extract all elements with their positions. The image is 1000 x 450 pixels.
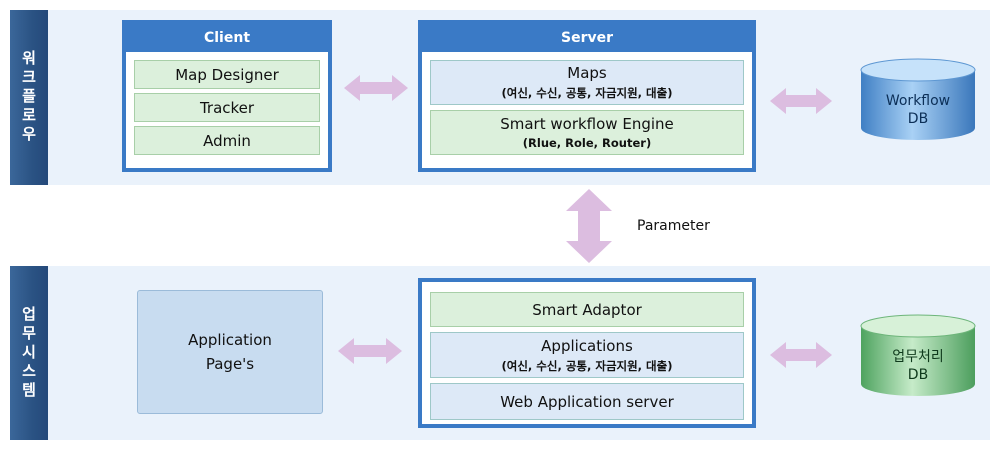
workflow-db-cylinder-icon — [860, 58, 976, 140]
business-band-label: 업무시스템 — [10, 266, 48, 440]
adaptor-db-arrow-icon — [770, 342, 832, 368]
client-item-admin: Admin — [134, 126, 320, 155]
client-body: Map Designer Tracker Admin — [134, 58, 320, 160]
business-db-cylinder-icon — [860, 314, 976, 396]
adaptor-panel: Smart Adaptor Applications (여신, 수신, 공통, … — [418, 278, 756, 428]
smart-adaptor: Smart Adaptor — [430, 292, 744, 327]
workflow-db-label: Workflow DB — [885, 93, 951, 127]
adaptor-body: Smart Adaptor Applications (여신, 수신, 공통, … — [430, 290, 744, 420]
client-item-tracker: Tracker — [134, 93, 320, 122]
workflow-db: Workflow DB — [860, 58, 976, 142]
workflow-band-label: 워크플로우 — [10, 10, 48, 185]
client-item-map-designer: Map Designer — [134, 60, 320, 89]
application-pages-box: Application Page's — [137, 290, 323, 414]
business-db: 업무처리 DB — [860, 314, 976, 398]
server-body: Maps (여신, 수신, 공통, 자금지원, 대출) Smart workfl… — [430, 58, 744, 160]
parameter-arrow-icon — [566, 189, 612, 263]
client-panel: Client Map Designer Tracker Admin — [122, 20, 332, 172]
parameter-label: Parameter — [637, 218, 710, 234]
pages-adaptor-arrow-icon — [338, 338, 402, 364]
business-db-label: 업무처리 DB — [892, 349, 944, 383]
client-title: Client — [126, 24, 328, 52]
server-panel: Server Maps (여신, 수신, 공통, 자금지원, 대출) Smart… — [418, 20, 756, 172]
server-db-arrow-icon — [770, 88, 832, 114]
client-server-arrow-icon — [344, 75, 408, 101]
web-application-server: Web Application server — [430, 383, 744, 420]
server-engine: Smart workflow Engine (Rlue, Role, Route… — [430, 110, 744, 155]
server-maps: Maps (여신, 수신, 공통, 자금지원, 대출) — [430, 60, 744, 105]
applications: Applications (여신, 수신, 공통, 자금지원, 대출) — [430, 332, 744, 378]
server-title: Server — [422, 24, 752, 52]
